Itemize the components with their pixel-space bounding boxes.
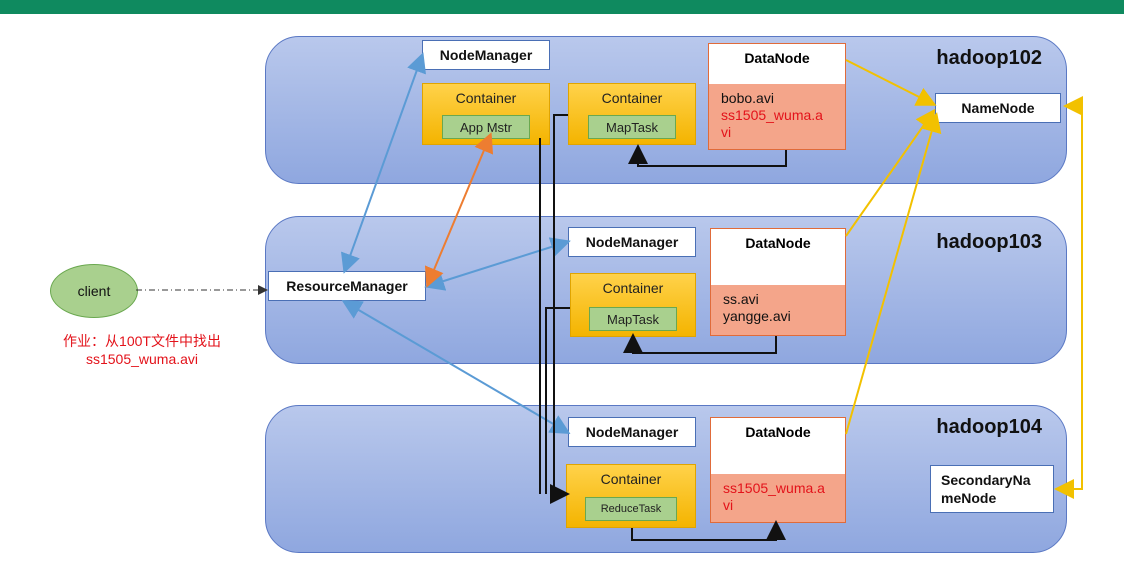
node-title: hadoop103 [936,231,1042,253]
rm-am-link [424,132,494,288]
datanode-label: DataNode [745,235,811,251]
container-label: Container [602,280,664,296]
file-name-highlight: ss1505_wuma.a [721,107,823,123]
map-reduce-link-103 [545,307,570,494]
client-node: client [50,264,138,318]
datanode-box: DataNode ss1505_wuma.a vi [710,417,846,523]
container-label: Container [601,90,663,106]
note-line: 作业：从100T文件中找出 [63,333,221,349]
node-manager-box: NodeManager [422,40,550,70]
node-title: hadoop104 [936,416,1042,438]
node-manager-box: NodeManager [568,227,696,257]
node-title: hadoop102 [936,47,1042,69]
file-name: bobo.avi [721,90,774,106]
secondary-namenode-box: SecondaryNa meNode [930,465,1054,513]
datanode-files: ss.avi yangge.avi [711,285,845,335]
note-line: ss1505_wuma.avi [85,351,199,367]
secondary-namenode-label: SecondaryNa [941,472,1031,488]
dn-nn-link-104 [845,112,942,435]
map-task: MapTask [589,307,677,331]
container-label: Container [455,90,517,106]
file-name: yangge.avi [723,308,791,324]
rm-nm-link-102 [341,52,426,274]
reduce-task: ReduceTask [585,497,677,521]
rm-nm-link-103 [424,237,571,291]
datanode-box: DataNode bobo.avi ss1505_wuma.a vi [708,43,846,150]
container-reduce-task: Container ReduceTask [566,464,696,528]
dn-maptask-link-103 [623,333,777,354]
map-reduce-link-102 [550,114,570,504]
node-manager-box: NodeManager [568,417,696,447]
datanode-label: DataNode [745,424,811,440]
container-map-task: Container MapTask [570,273,696,337]
file-name-highlight: ss1505_wuma.a [723,480,825,496]
map-task: MapTask [588,115,676,139]
datanode-files: ss1505_wuma.a vi [711,474,845,522]
datanode-files: bobo.avi ss1505_wuma.a vi [709,84,845,149]
file-name: ss.avi [723,291,759,307]
header-bar [0,0,1124,14]
file-name-highlight: vi [723,497,734,513]
nn-snn-link [1054,96,1083,499]
datanode-label: DataNode [744,50,810,66]
rm-nm-link-104 [341,299,571,435]
container-label: Container [600,471,662,487]
reduce-dn-link [631,520,786,541]
task-note: 作业：从100T文件中找出 ss1505_wuma.avi [44,332,240,368]
secondary-namenode-label: meNode [941,490,997,506]
file-name-highlight: vi [721,124,732,140]
dn-nn-link-103 [845,108,936,237]
dn-nn-link-102 [845,59,937,106]
container-map-task: Container MapTask [568,83,696,145]
datanode-box: DataNode ss.avi yangge.avi [710,228,846,336]
namenode-box: NameNode [935,93,1061,123]
dn-maptask-link-102 [628,144,787,167]
